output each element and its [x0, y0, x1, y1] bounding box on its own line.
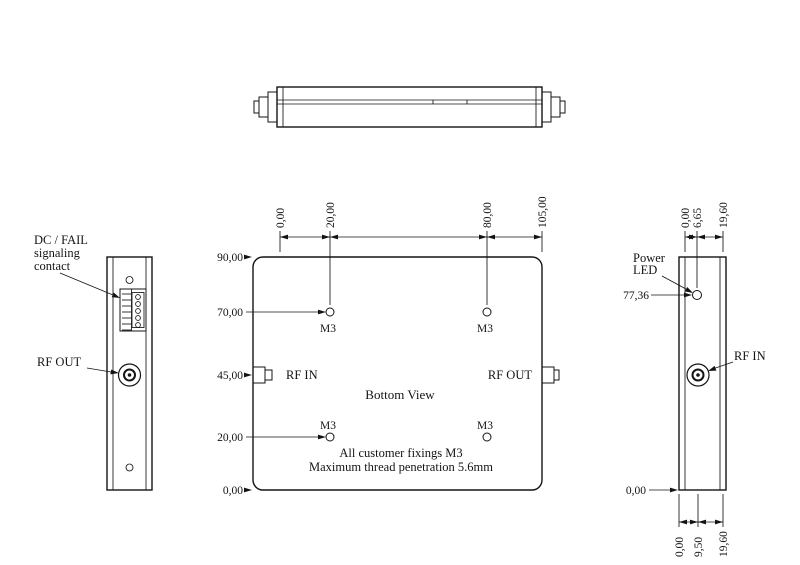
dim-label-bottom-x19-60: 19,60 — [718, 531, 730, 557]
left-dimension-leaders — [244, 254, 326, 493]
power-led-label-line1: Power — [633, 251, 666, 265]
dim-label-x19-60: 19,60 — [718, 202, 730, 228]
dim-label-y0: 0,00 — [223, 485, 243, 497]
top-view — [253, 86, 566, 128]
right-view-body — [678, 256, 727, 491]
leader-arrow — [684, 292, 692, 298]
dc-fail-contact-block — [119, 288, 147, 332]
left-view-body — [106, 256, 153, 491]
m3-hole-label: M3 — [320, 420, 336, 432]
power-led-label-line2: LED — [633, 263, 657, 277]
leader-arrow — [111, 292, 120, 298]
dim-label-x6-65: 6,65 — [692, 208, 704, 228]
leader-arrow — [684, 287, 693, 293]
dim-label-x105: 105,00 — [537, 196, 549, 228]
rf-in-label: RF IN — [286, 368, 318, 382]
dc-fail-label-line3: contact — [34, 259, 71, 273]
m3-hole — [482, 307, 492, 317]
m3-hole-label: M3 — [477, 420, 493, 432]
bottom-view — [244, 231, 560, 493]
rf-out-connector-icon — [541, 366, 560, 384]
right-view-labels: 0,00 6,65 19,60 0,00 9,50 19,60 77,36 0,… — [623, 202, 765, 557]
dim-label-x20: 20,00 — [325, 202, 337, 228]
leader-arrow — [708, 365, 717, 371]
top-dimension-chain — [684, 231, 724, 288]
rf-connector-right-icon — [541, 91, 566, 123]
view-caption: Bottom View — [365, 387, 435, 402]
dim-label-base: 0,00 — [626, 485, 646, 497]
dim-label-x80: 80,00 — [482, 202, 494, 228]
dc-fail-label-line1: DC / FAIL — [34, 233, 88, 247]
dim-label-y70: 70,00 — [217, 307, 243, 319]
dim-label-led-height: 77,36 — [623, 290, 649, 302]
rf-in-label: RF IN — [734, 349, 766, 363]
dc-fail-label-line2: signaling — [34, 246, 81, 260]
contact-pins — [135, 294, 141, 328]
rf-in-connector-icon — [686, 363, 710, 387]
rf-out-connector-icon — [117, 363, 142, 387]
right-side-view — [649, 231, 734, 527]
rf-out-label: RF OUT — [488, 368, 532, 382]
dim-label-y90: 90,00 — [217, 252, 243, 264]
dim-label-x0: 0,00 — [275, 208, 287, 228]
leader-arrow — [670, 487, 678, 493]
bottom-view-labels: 0,00 20,00 80,00 105,00 90,00 70,00 45,0… — [217, 196, 549, 497]
power-led-icon — [692, 290, 702, 300]
rf-out-label: RF OUT — [37, 355, 81, 369]
fixings-note-line2: Maximum thread penetration 5.6mm — [309, 460, 493, 474]
screw-hole-bottom — [125, 463, 134, 472]
fixings-note-line1: All customer fixings M3 — [339, 446, 462, 460]
bottom-dimension-chain — [678, 494, 724, 527]
top-dimension-chain — [279, 231, 543, 305]
m3-hole-label: M3 — [320, 323, 336, 335]
left-side-view — [59, 256, 153, 491]
leader-arrow — [110, 369, 119, 375]
screw-hole-top — [125, 276, 134, 284]
rf-connector-left-icon — [253, 91, 278, 123]
dim-label-y45: 45,00 — [217, 370, 243, 382]
m3-hole-label: M3 — [477, 323, 493, 335]
m3-hole — [482, 432, 492, 442]
dim-label-y20: 20,00 — [217, 432, 243, 444]
dim-label-x0: 0,00 — [680, 208, 692, 228]
dim-label-bottom-x9-50: 9,50 — [693, 537, 705, 557]
hatch-lines — [122, 293, 131, 331]
left-view-annotations: DC / FAIL signaling contact RF OUT — [34, 233, 88, 369]
rf-in-connector-icon — [252, 366, 273, 384]
dim-label-bottom-x0: 0,00 — [674, 537, 686, 557]
